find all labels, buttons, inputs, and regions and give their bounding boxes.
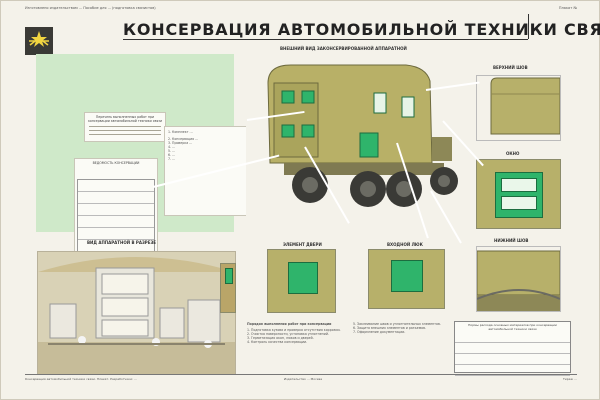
register-title: ВЕДОМОСТЬ КОНСЕРВАЦИИ (92, 161, 140, 165)
act-line-6: 6. ... (168, 153, 176, 157)
procedure-line: 1. Подготовка кузова и проверка отсутств… (247, 328, 341, 333)
procedure-line: 4. Контроль качества консервации. (247, 340, 308, 345)
title-rule (123, 39, 528, 40)
footer: Консервация автомобильной техники связи.… (25, 374, 577, 393)
door-element-label: ЭЛЕМЕНТ ДВЕРИ (283, 242, 322, 247)
header-left-text: Изготовлено издательством ... Пособие дл… (25, 6, 156, 10)
act-line-5: 5. ... (168, 149, 176, 153)
table-row (78, 192, 154, 204)
procedure-line: 3. Герметизация окон, люков и дверей. (247, 336, 314, 341)
table-row (455, 332, 570, 343)
window-label: ОКНО (506, 151, 520, 156)
title-side-rule (528, 14, 529, 39)
entrance-hatch-label: ВХОДНОЙ ЛЮК (387, 242, 423, 247)
procedure-line: 6. Защита внешних элементов и разъемов. (353, 326, 426, 331)
vehicle-illustration (246, 53, 466, 233)
signal-corps-emblem-icon (25, 27, 53, 55)
table-row (455, 354, 570, 365)
document-line (89, 126, 161, 127)
table-row (78, 180, 154, 192)
procedure-text-left: Порядок выполнения работ при консервации… (247, 322, 349, 344)
procedure-line: 5. Заклеивание швов и уплотнительных эле… (353, 322, 441, 326)
header-right-text: Плакат № (558, 6, 577, 10)
footer-right: Тираж ... (562, 377, 577, 381)
documents-panel: Перечень выполненных работ при консервац… (36, 54, 266, 274)
work-list-title: Перечень выполненных работ при консервац… (87, 115, 163, 123)
document-line (89, 134, 161, 135)
procedure-line: 7. Оформление документации. (353, 330, 406, 335)
door-seal (288, 262, 318, 294)
procedure-line: 2. Очистка поверхности, установка уплотн… (247, 332, 329, 337)
entrance-hatch-detail (368, 249, 445, 309)
window-pane-top (501, 178, 537, 192)
window-detail (476, 159, 561, 229)
materials-table-title: Нормы расхода основных материалов при ко… (468, 323, 557, 331)
top-seam-label: ВЕРХНИЙ ШОВ (493, 65, 528, 70)
bottom-seam-label: НИЖНИЙ ШОВ (494, 238, 529, 243)
act-line-2: 2. Консервация ... (168, 137, 199, 141)
act-line-3: 3. Проверка ... (168, 141, 193, 145)
footer-left: Консервация автомобильной техники связи.… (25, 377, 137, 381)
exterior-view-label: ВНЕШНИЙ ВИД ЗАКОНСЕРВИРОВАННОЙ АППАРАТНО… (280, 46, 407, 51)
top-seam-detail (476, 75, 561, 141)
cutaway-view-label: ВИД АППАРАТНОЙ В РАЗРЕЗЕ (87, 240, 157, 245)
table-row (78, 228, 154, 240)
act-line-7: 7. ... (168, 157, 176, 161)
door-element-detail (267, 249, 336, 313)
materials-table: Нормы расхода основных материалов при ко… (454, 321, 571, 376)
window-pane-bottom (501, 196, 537, 210)
header-top: Изготовлено издательством ... Пособие дл… (25, 6, 577, 12)
poster-title: КОНСЕРВАЦИЯ АВТОМОБИЛЬНОЙ ТЕХНИКИ СВЯЗИ (123, 20, 600, 39)
bottom-seam-detail (476, 246, 561, 312)
act-line-1: 1. Комплект ... (168, 130, 193, 134)
document-line (89, 130, 161, 131)
footer-center: Издательство ... Москва (283, 377, 323, 381)
act-line-4: 4. ... (168, 145, 176, 149)
cutaway-illustration (37, 251, 236, 375)
work-list-document: Перечень выполненных работ при консервац… (84, 112, 166, 142)
table-row (455, 343, 570, 354)
cutaway-side-detail (220, 263, 236, 313)
table-row (78, 204, 154, 216)
table-row (78, 216, 154, 228)
cutaway-side-seal (225, 268, 233, 284)
hatch-seal (391, 260, 423, 292)
procedure-text-right: 5. Заклеивание швов и уплотнительных эле… (353, 322, 449, 334)
procedure-heading: Порядок выполнения работ при консервации (247, 322, 332, 326)
table-row (455, 365, 570, 376)
